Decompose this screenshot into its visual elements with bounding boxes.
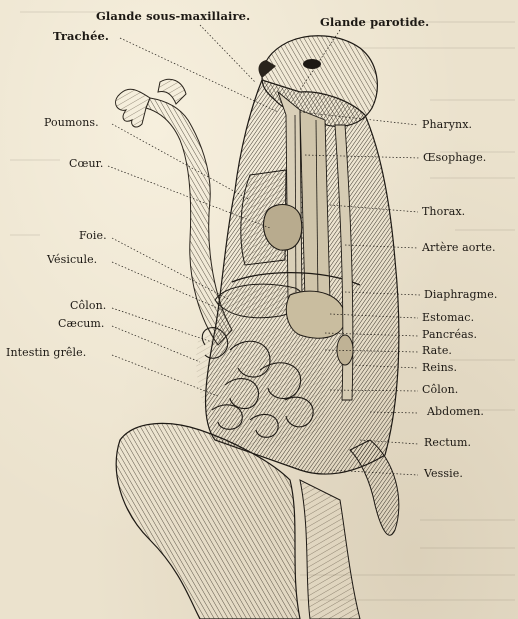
label-diaphragme: Diaphragme.: [424, 289, 497, 301]
label-thorax: Thorax.: [422, 206, 465, 218]
label-abdomen: Abdomen.: [427, 406, 484, 418]
label-reins: Reins.: [422, 362, 457, 374]
label-intestin-grele: Intestin grêle.: [6, 347, 86, 359]
raised-arm: [116, 79, 232, 345]
label-rectum: Rectum.: [424, 437, 471, 449]
label-foie: Foie.: [79, 230, 107, 242]
label-colon-right: Côlon.: [422, 384, 458, 396]
label-oesophage: Œsophage.: [423, 152, 486, 164]
label-coeur: Cœur.: [69, 158, 103, 170]
label-vessie: Vessie.: [424, 468, 463, 480]
label-trachee: Trachée.: [53, 30, 109, 42]
label-vesicule: Vésicule.: [47, 254, 97, 266]
label-estomac: Estomac.: [422, 312, 474, 324]
label-pancreas: Pancréas.: [422, 329, 477, 341]
label-artere-aorte: Artère aorte.: [422, 242, 496, 254]
label-poumons: Poumons.: [44, 117, 99, 129]
label-caecum: Cæcum.: [58, 318, 105, 330]
label-colon-left: Côlon.: [70, 300, 106, 312]
label-glande-parotide: Glande parotide.: [320, 16, 429, 28]
label-pharynx: Pharynx.: [422, 119, 472, 131]
label-glande-sous-maxillaire: Glande sous-maxillaire.: [96, 10, 250, 22]
label-rate: Rate.: [422, 345, 452, 357]
